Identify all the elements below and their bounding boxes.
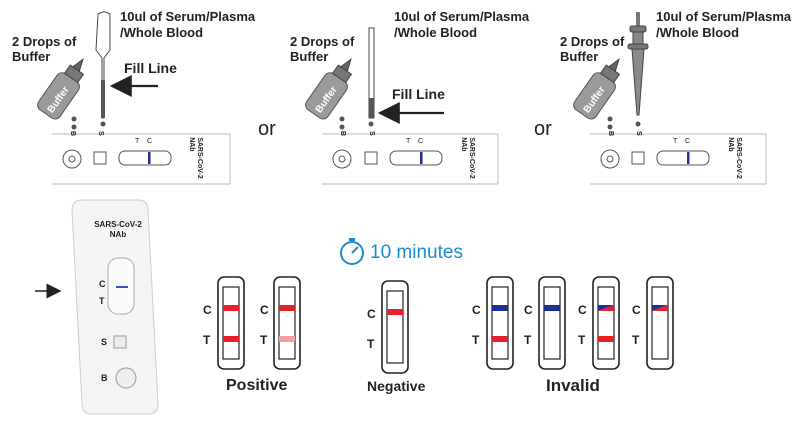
control-line — [279, 305, 295, 311]
step-panel-2: Buffer — [305, 27, 499, 185]
large-test-cassette — [71, 199, 159, 415]
well-b-1: B — [69, 130, 77, 137]
c-label: C — [578, 303, 587, 317]
control-line — [387, 309, 403, 315]
test-line — [223, 336, 239, 342]
test-cassette-3 — [590, 133, 767, 185]
buffer-label-2: 2 Drops of Buffer — [290, 34, 355, 64]
positive-label: Positive — [226, 377, 288, 394]
well-s-1: S — [96, 131, 104, 136]
c-label-2: C — [418, 138, 424, 145]
micropipette-icon — [627, 12, 649, 127]
t-label: T — [632, 333, 640, 347]
c-label: C — [203, 303, 212, 317]
t-label: T — [203, 333, 211, 347]
buffer-bottle-icon: Buffer — [37, 57, 85, 120]
c-label-3: C — [685, 138, 691, 145]
well-b-3: B — [607, 130, 615, 137]
buffer-drops-icon — [607, 116, 613, 130]
well-s-3: S — [634, 131, 642, 136]
stopwatch-icon — [340, 238, 364, 265]
or-label-2: or — [534, 118, 552, 140]
t-label-3: T — [673, 138, 678, 145]
control-line — [652, 305, 668, 311]
cassette-text-3: SARS-CoV-2 NAb — [726, 137, 742, 179]
control-line — [598, 305, 614, 311]
cassette-text-2: SARS-CoV-2 NAb — [459, 137, 475, 179]
test-line — [492, 336, 508, 342]
sample-label-1: 10ul of Serum/Plasma /Whole Blood — [120, 9, 256, 40]
t-label: T — [260, 333, 268, 347]
large-cassette-title: SARS-CoV-2 NAb — [94, 220, 142, 239]
t-label: T — [524, 333, 532, 347]
test-cassette-2 — [322, 133, 499, 185]
large-cassette-t: T — [99, 296, 105, 306]
t-label-1: T — [135, 138, 140, 145]
buffer-drops-icon — [339, 116, 345, 130]
test-cassette-1 — [52, 133, 231, 185]
large-cassette-c: C — [99, 279, 106, 289]
t-label-2: T — [406, 138, 411, 145]
test-line — [279, 336, 295, 342]
buffer-bottle-icon: Buffer — [573, 57, 621, 120]
pipette-icon — [95, 11, 111, 127]
step-panel-1: Buffer — [37, 11, 231, 185]
c-label: C — [632, 303, 641, 317]
fill-line-label-1: Fill Line — [124, 60, 177, 76]
c-label-1: C — [147, 138, 153, 145]
t-label: T — [578, 333, 586, 347]
cassette-text-1: SARS-CoV-2 NAb — [187, 137, 203, 179]
control-line — [544, 305, 560, 311]
large-cassette-b: B — [101, 373, 108, 383]
buffer-label-3: 2 Drops of Buffer — [560, 34, 625, 64]
capillary-tube-icon — [368, 27, 375, 127]
sample-label-2: 10ul of Serum/Plasma /Whole Blood — [394, 9, 530, 40]
well-s-2: S — [367, 131, 375, 136]
or-label-1: or — [258, 118, 276, 140]
buffer-label-1: 2 Drops of Buffer — [12, 34, 77, 64]
t-label: T — [472, 333, 480, 347]
buffer-drops-icon — [71, 116, 77, 130]
fill-line-label-2: Fill Line — [392, 86, 445, 102]
c-label: C — [367, 307, 376, 321]
sample-label-3: 10ul of Serum/Plasma /Whole Blood — [656, 9, 792, 40]
c-label: C — [260, 303, 269, 317]
large-cassette-s: S — [101, 337, 108, 347]
result-strips — [217, 276, 674, 374]
control-line — [223, 305, 239, 311]
well-b-2: B — [339, 130, 347, 137]
c-label: C — [524, 303, 533, 317]
buffer-bottle-icon: Buffer — [305, 57, 353, 120]
step-panel-3: Buffer — [573, 12, 767, 185]
test-line — [598, 336, 614, 342]
negative-label: Negative — [367, 378, 426, 394]
invalid-label: Invalid — [546, 376, 600, 395]
t-label: T — [367, 337, 375, 351]
control-line — [492, 305, 508, 311]
c-label: C — [472, 303, 481, 317]
timer-label: 10 minutes — [370, 242, 463, 263]
